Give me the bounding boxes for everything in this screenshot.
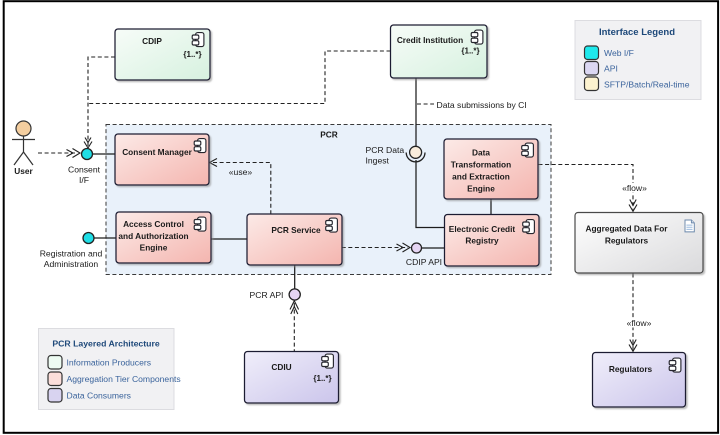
svg-text:«flow»: «flow» (627, 318, 652, 328)
svg-text:«use»: «use» (229, 167, 253, 177)
svg-text:I/F: I/F (79, 175, 89, 185)
svg-text:User: User (14, 166, 33, 176)
svg-text:Data: Data (472, 148, 490, 158)
svg-text:Credit Institution: Credit Institution (397, 35, 463, 45)
svg-text:Data Consumers: Data Consumers (67, 391, 131, 401)
svg-text:Regulators: Regulators (605, 236, 649, 246)
svg-text:PCR Service: PCR Service (271, 225, 321, 235)
svg-text:Access Control: Access Control (123, 219, 184, 229)
svg-text:API: API (604, 64, 618, 74)
svg-text:PCR: PCR (320, 130, 338, 140)
svg-text:PCR API: PCR API (250, 290, 284, 300)
svg-text:and Authorization: and Authorization (118, 231, 188, 241)
svg-text:CDIU: CDIU (271, 362, 291, 372)
svg-text:Data submissions by CI: Data submissions by CI (437, 100, 527, 110)
svg-text:Regulators: Regulators (609, 364, 653, 374)
svg-text:and Extraction: and Extraction (452, 172, 510, 182)
svg-text:Transformation: Transformation (451, 160, 511, 170)
svg-text:Engine: Engine (140, 243, 168, 253)
svg-text:Aggregation Tier Components: Aggregation Tier Components (67, 374, 181, 384)
svg-text:{1..*}: {1..*} (461, 47, 479, 56)
svg-text:Interface Legend: Interface Legend (599, 27, 675, 38)
svg-text:SFTP/Batch/Real-time: SFTP/Batch/Real-time (604, 80, 690, 90)
svg-text:Aggregated Data For: Aggregated Data For (585, 224, 668, 234)
svg-text:Electronic Credit: Electronic Credit (449, 224, 516, 234)
svg-text:{1..*}: {1..*} (183, 50, 201, 59)
svg-text:CDIP API: CDIP API (406, 257, 442, 267)
svg-text:Information Producers: Information Producers (67, 358, 152, 368)
svg-text:Consent Manager: Consent Manager (122, 147, 192, 157)
svg-text:«flow»: «flow» (622, 183, 647, 193)
svg-text:Administration: Administration (44, 259, 99, 269)
svg-text:Consent: Consent (68, 165, 101, 175)
svg-text:Registration and: Registration and (40, 249, 103, 259)
svg-text:{1..*}: {1..*} (313, 374, 331, 383)
svg-text:Registry: Registry (465, 236, 499, 246)
svg-text:PCR Layered Architecture: PCR Layered Architecture (52, 339, 160, 349)
svg-text:Engine: Engine (467, 184, 495, 194)
svg-text:PCR Data: PCR Data (366, 145, 405, 155)
svg-text:CDIP: CDIP (142, 36, 162, 46)
svg-text:Ingest: Ingest (366, 156, 390, 166)
svg-text:Web I/F: Web I/F (604, 48, 634, 58)
